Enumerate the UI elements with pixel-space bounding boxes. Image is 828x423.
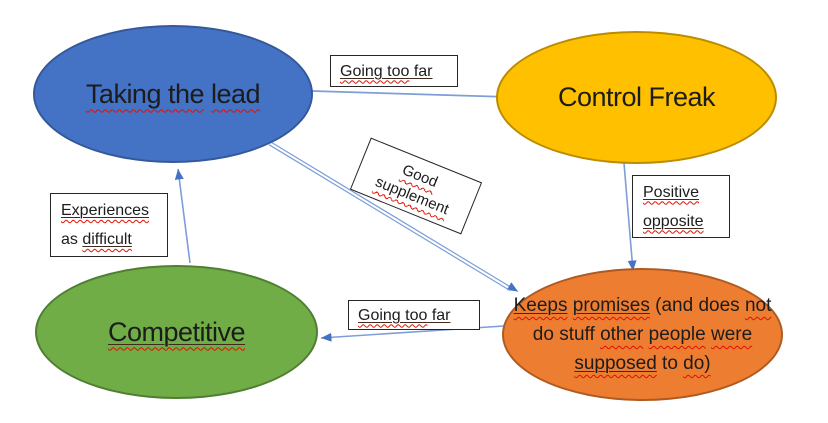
- connector-taking-lead-to-control-freak[interactable]: [311, 90, 511, 102]
- connector-taking-lead-to-keeps-promises[interactable]: [268, 140, 519, 293]
- node-competitive[interactable]: Competitive: [35, 265, 318, 399]
- node-taking-the-lead-label: Taking the lead: [85, 78, 261, 109]
- node-competitive-label: Competitive: [107, 316, 246, 347]
- label-going-too-far-bottom[interactable]: Going too far: [348, 300, 480, 330]
- connector-control-freak-to-keeps-promises[interactable]: [623, 162, 637, 272]
- label-going-too-far-top[interactable]: Going too far: [330, 55, 458, 87]
- node-control-freak-label: Control Freak: [557, 82, 716, 112]
- connector-competitive-to-taking-lead[interactable]: [174, 168, 191, 264]
- node-taking-the-lead[interactable]: Taking the lead: [33, 25, 313, 163]
- node-control-freak[interactable]: Control Freak: [496, 31, 777, 164]
